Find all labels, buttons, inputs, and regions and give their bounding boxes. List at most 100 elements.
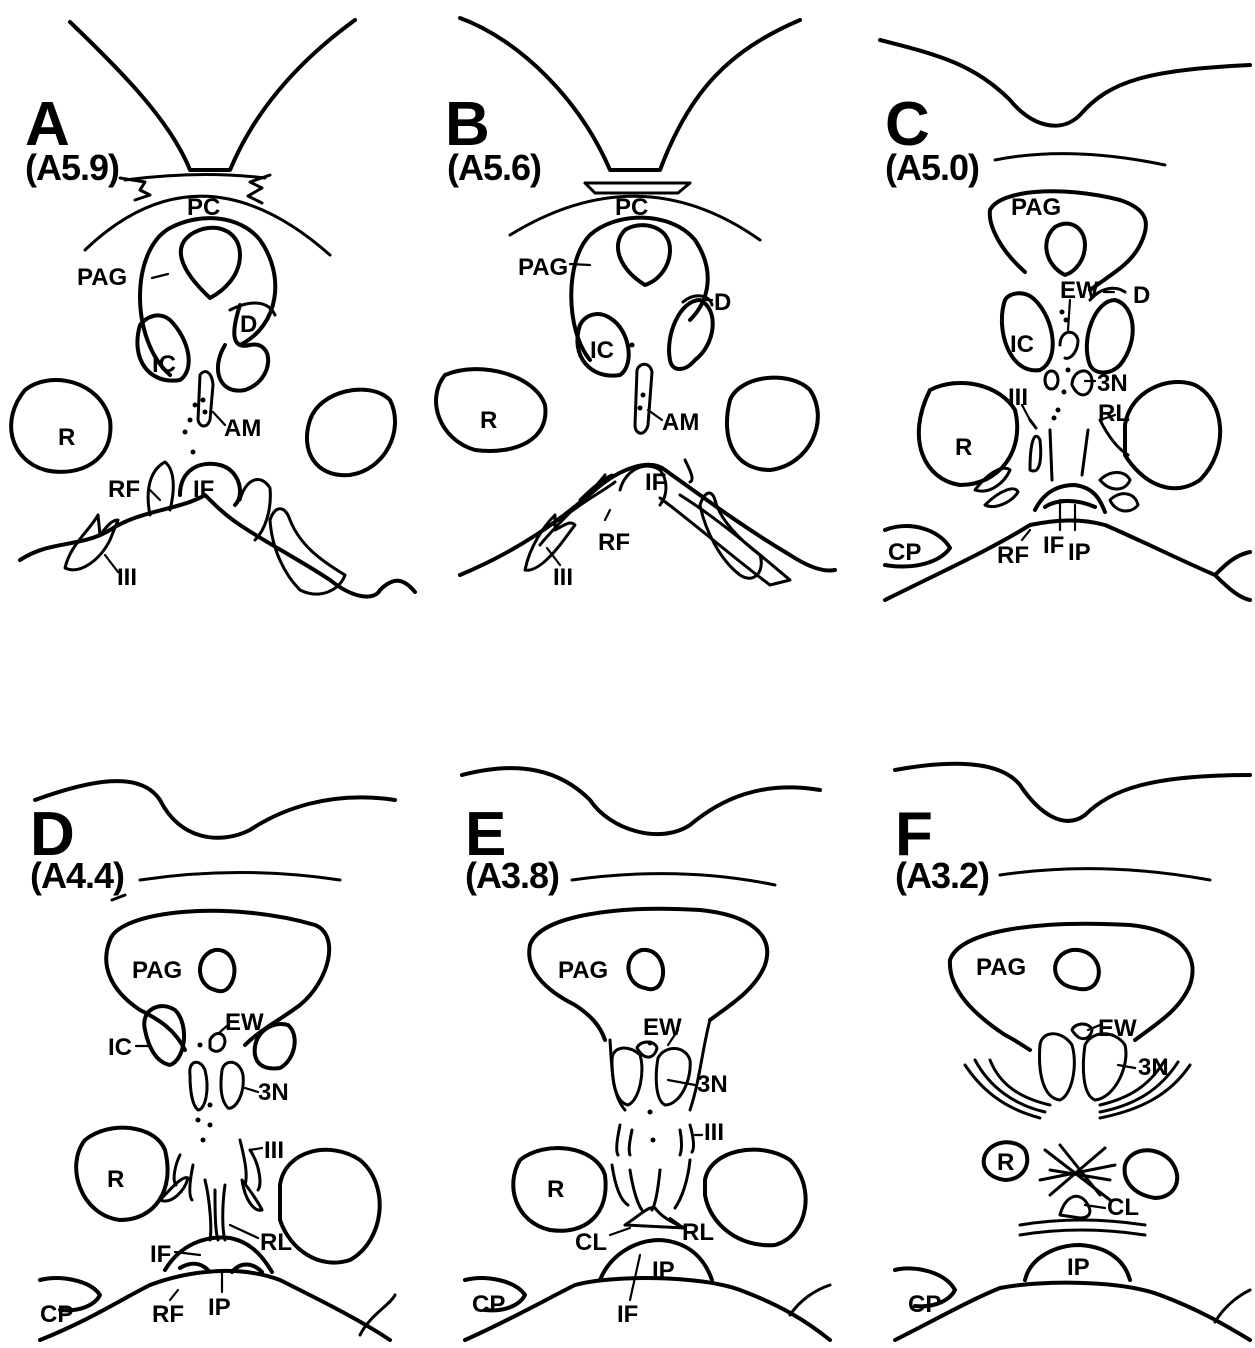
panel-b-label-r: R xyxy=(480,407,497,434)
panel-c-3n-left xyxy=(1045,371,1058,389)
panel-a-label-pag: PAG xyxy=(77,264,127,291)
panel-e-rl-fibers xyxy=(612,1160,690,1210)
panel-a-label-am: AM xyxy=(224,415,261,442)
panel-e-label-cl: CL xyxy=(575,1229,607,1256)
panel-d-ew-nucleus xyxy=(210,1033,225,1051)
panel-a-right-red-nucleus xyxy=(307,390,395,476)
panel-e-right-red-nucleus xyxy=(705,1150,806,1246)
panel-e-tectum-arc xyxy=(572,874,775,885)
panel-c-tectum-arc xyxy=(995,154,1165,165)
panel-b-label-d: D xyxy=(714,289,731,316)
panel-d-rl-fibers xyxy=(205,1180,225,1240)
panel-c-fiber-ovals xyxy=(975,436,1138,511)
panel-a-label-if: IF xyxy=(193,476,214,503)
panel-a-aqueduct xyxy=(181,228,240,298)
panel-e-label-ew: EW xyxy=(643,1014,682,1041)
panel-d-label-cp: CP xyxy=(40,1301,73,1328)
panel-b-aqueduct xyxy=(618,225,670,285)
panel-f-label-ew: EW xyxy=(1098,1015,1137,1042)
panel-c-right-red-nucleus xyxy=(1125,382,1220,488)
panel-e-cl-nucleus xyxy=(625,1207,685,1228)
panel-f-ew-nucleus xyxy=(1072,1024,1092,1039)
panel-d-if-ip xyxy=(165,1237,272,1272)
panel-b-pc-band xyxy=(585,183,690,193)
panel-c xyxy=(880,40,1250,600)
panel-b-right-ic xyxy=(669,300,713,369)
panel-e-label-ip: IP xyxy=(652,1257,675,1284)
panel-d-dorsal-outline xyxy=(35,781,395,838)
panel-e-label-cp: CP xyxy=(472,1291,505,1318)
panel-c-right-ic xyxy=(1087,300,1133,373)
panel-e-dorsal-outline xyxy=(462,768,820,834)
panel-f-ventral-outline xyxy=(895,1283,1250,1340)
panel-c-if-ip xyxy=(1035,485,1105,512)
panel-a xyxy=(11,20,415,597)
panel-c-label-3n: 3N xyxy=(1097,370,1128,397)
panel-d-label-ew: EW xyxy=(225,1009,264,1036)
panel-e-label-r: R xyxy=(547,1176,564,1203)
panel-d-label-ip: IP xyxy=(208,1294,231,1321)
panel-d-tectum-arc xyxy=(112,873,340,901)
panel-c-dorsal-outline xyxy=(880,40,1250,126)
panel-c-ew-nucleus xyxy=(1060,332,1078,358)
panel-f-label-pag: PAG xyxy=(976,954,1026,981)
panel-d-cell-dots xyxy=(196,1043,213,1143)
panel-f-label-cl: CL xyxy=(1107,1194,1139,1221)
panel-e-coordinate: (A3.8) xyxy=(465,855,559,896)
panel-c-3n-right xyxy=(1072,371,1092,395)
panel-c-label-if: IF xyxy=(1043,532,1064,559)
panel-b-label-iii: III xyxy=(553,564,573,591)
panel-d-label-3n: 3N xyxy=(258,1079,289,1106)
panel-b-label-rf: RF xyxy=(598,529,630,556)
panel-e-label-3n: 3N xyxy=(697,1071,728,1098)
panel-a-label-ic: IC xyxy=(152,351,176,378)
panel-c-label-r: R xyxy=(955,434,972,461)
panel-f-cl-nucleus xyxy=(1060,1196,1090,1218)
panel-b-label-pc: PC xyxy=(615,194,648,221)
panel-d-label-r: R xyxy=(107,1166,124,1193)
panel-d-label-rf: RF xyxy=(152,1301,184,1328)
panel-c-aqueduct xyxy=(1046,224,1085,275)
panel-a-coordinate: (A5.9) xyxy=(25,147,119,188)
panel-c-label-pag: PAG xyxy=(1011,194,1061,221)
panel-b-label-ic: IC xyxy=(590,337,614,364)
panel-d-iii-fibers xyxy=(160,1140,262,1210)
panel-d-label-pag: PAG xyxy=(132,957,182,984)
panel-f-commissure-lines xyxy=(1020,1220,1145,1235)
panel-f-label-ip: IP xyxy=(1067,1254,1090,1281)
panel-d-label-if: IF xyxy=(150,1241,171,1268)
panel-c-rl-fibers xyxy=(1030,420,1128,480)
panel-b-coordinate: (A5.6) xyxy=(447,147,541,188)
panel-a-am-nucleus xyxy=(198,372,213,426)
panel-c-label-ip: IP xyxy=(1068,539,1091,566)
panel-f-coordinate: (A3.2) xyxy=(895,855,989,896)
panel-b-am-nucleus xyxy=(635,364,652,433)
panel-b-label-pag: PAG xyxy=(518,254,568,281)
panel-d-3n xyxy=(190,1062,243,1110)
panel-f-decussation xyxy=(1040,1145,1115,1200)
panel-a-label-iii: III xyxy=(117,564,137,591)
panel-d-aqueduct xyxy=(200,950,234,991)
panel-b-label-am: AM xyxy=(662,409,699,436)
panel-b-right-red-nucleus xyxy=(727,378,818,470)
panel-f-label-3n: 3N xyxy=(1138,1054,1169,1081)
panel-c-label-d: D xyxy=(1133,282,1150,309)
panel-c-coordinate: (A5.0) xyxy=(885,147,979,188)
panel-f-dorsal-outline xyxy=(895,764,1250,821)
panel-a-label-d: D xyxy=(240,311,257,338)
panel-c-label-cp: CP xyxy=(888,539,921,566)
panel-f-3n xyxy=(1040,1034,1126,1100)
panel-e-label-if: IF xyxy=(617,1301,638,1328)
panel-d-label-ic: IC xyxy=(108,1034,132,1061)
panel-a-label-pc: PC xyxy=(187,194,220,221)
panel-d-label-rl: RL xyxy=(260,1229,292,1256)
panel-a-label-rf: RF xyxy=(108,476,140,503)
panel-e-aqueduct xyxy=(628,950,663,989)
panel-a-label-r: R xyxy=(58,424,75,451)
panel-e-label-pag: PAG xyxy=(558,957,608,984)
panel-f-label-r: R xyxy=(997,1149,1014,1176)
panel-a-ventral-outline xyxy=(20,495,415,597)
panel-c-label-rl: RL xyxy=(1098,400,1130,427)
